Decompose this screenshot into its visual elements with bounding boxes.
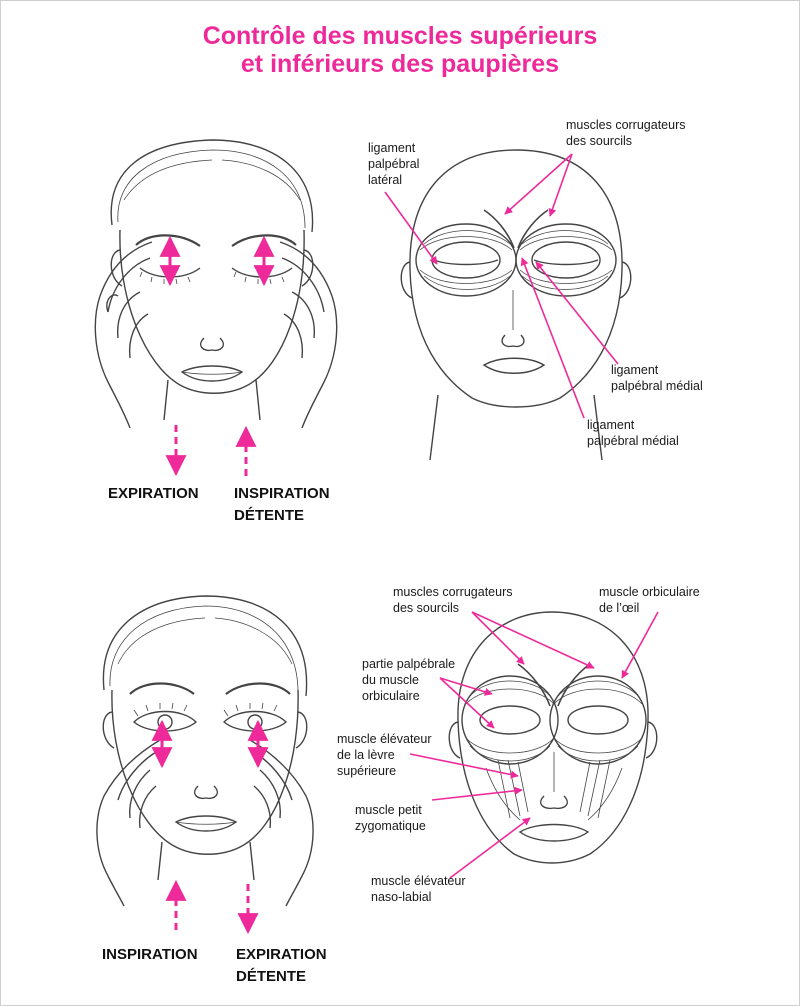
label-orbicular-2: de l’œil [599, 601, 640, 615]
top-left-face [94, 139, 338, 429]
label-palpebral-part-1: partie palpébrale [362, 657, 456, 671]
label-palpebral-part-2: du muscle [362, 673, 419, 687]
label-palpebral-part-3: orbiculaire [362, 689, 420, 703]
bottom-breath-right-1: EXPIRATION [236, 946, 327, 963]
label-levator-lip-1: muscle élévateur [337, 732, 432, 746]
top-breath-arrows [165, 425, 257, 477]
label-medial-ligament-b-2: palpébral médial [587, 434, 679, 448]
page-title-line-2: et inférieurs des paupières [240, 50, 560, 78]
label-bottom-corrugator-1: muscles corrugateurs [393, 585, 513, 599]
top-label-pointers [384, 153, 619, 419]
top-breath-right-2: DÉTENTE [234, 507, 305, 524]
label-naso-labial-2: naso-labial [371, 890, 432, 904]
bottom-breath-arrows [165, 879, 259, 935]
top-eye-arrows [159, 235, 275, 287]
label-zygomatic-1: muscle petit [355, 803, 422, 817]
label-naso-labial-1: muscle élévateur [371, 874, 466, 888]
label-levator-lip-3: supérieure [337, 764, 397, 778]
top-breath-right-1: INSPIRATION [234, 485, 330, 502]
top-right-face [400, 149, 632, 461]
bottom-right-face [448, 611, 658, 864]
label-medial-ligament-a-1: ligament [611, 363, 659, 377]
top-breath-left: EXPIRATION [108, 485, 199, 502]
label-lateral-ligament-2: palpébral [368, 157, 420, 171]
label-levator-lip-2: de la lèvre [337, 748, 395, 762]
label-medial-ligament-b-1: ligament [587, 418, 635, 432]
label-zygomatic-2: zygomatique [355, 819, 426, 833]
page-title-line-1: Contrôle des muscles supérieurs [202, 22, 598, 50]
bottom-label-pointers [409, 611, 659, 879]
label-medial-ligament-a-2: palpébral médial [611, 379, 703, 393]
label-lateral-ligament-3: latéral [368, 173, 403, 187]
label-top-corrugator-1: muscles corrugateurs [566, 118, 686, 132]
label-bottom-corrugator-2: des sourcils [393, 601, 459, 615]
label-orbicular-1: muscle orbiculaire [599, 585, 700, 599]
label-lateral-ligament-1: ligament [368, 141, 416, 155]
bottom-eye-arrows [151, 719, 269, 769]
label-top-corrugator-2: des sourcils [566, 134, 632, 148]
bottom-breath-left: INSPIRATION [102, 946, 198, 963]
bottom-left-face [96, 595, 314, 907]
bottom-breath-right-2: DÉTENTE [236, 968, 307, 985]
